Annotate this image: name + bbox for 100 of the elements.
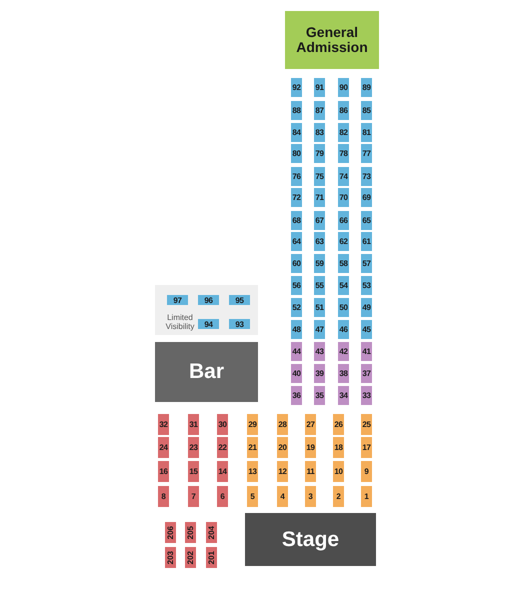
table-marker: 67 bbox=[314, 211, 325, 230]
table-marker: 203 bbox=[165, 547, 176, 568]
table-marker: 84 bbox=[291, 123, 302, 142]
stage-area: Stage bbox=[245, 513, 376, 566]
table-marker: 49 bbox=[361, 298, 372, 317]
table-marker: 73 bbox=[361, 167, 372, 186]
table-marker: 11 bbox=[305, 461, 316, 482]
table-marker: 47 bbox=[314, 320, 325, 339]
table-marker: 82 bbox=[338, 123, 349, 142]
table-marker: 97 bbox=[167, 295, 188, 305]
table-marker: 93 bbox=[229, 319, 250, 329]
table-marker: 26 bbox=[333, 414, 344, 435]
table-marker: 85 bbox=[361, 101, 372, 120]
table-marker: 77 bbox=[361, 144, 372, 163]
table-marker: 23 bbox=[188, 437, 199, 458]
table-marker: 2 bbox=[333, 486, 344, 507]
table-marker: 50 bbox=[338, 298, 349, 317]
table-marker: 81 bbox=[361, 123, 372, 142]
table-marker: 57 bbox=[361, 254, 372, 273]
table-marker: 89 bbox=[361, 78, 372, 97]
table-marker: 80 bbox=[291, 144, 302, 163]
table-marker: 87 bbox=[314, 101, 325, 120]
table-marker: 78 bbox=[338, 144, 349, 163]
table-marker: 64 bbox=[291, 232, 302, 251]
table-marker: 70 bbox=[338, 188, 349, 207]
table-marker: 59 bbox=[314, 254, 325, 273]
table-marker: 88 bbox=[291, 101, 302, 120]
table-marker: 201 bbox=[206, 547, 217, 568]
table-marker: 32 bbox=[158, 414, 169, 435]
table-marker: 22 bbox=[217, 437, 228, 458]
table-marker: 55 bbox=[314, 276, 325, 295]
table-marker: 6 bbox=[217, 486, 228, 507]
table-marker: 92 bbox=[291, 78, 302, 97]
table-marker: 60 bbox=[291, 254, 302, 273]
limited-visibility-zone bbox=[155, 285, 258, 335]
table-marker: 24 bbox=[158, 437, 169, 458]
table-marker: 206 bbox=[165, 522, 176, 543]
table-marker: 25 bbox=[361, 414, 372, 435]
table-marker: 46 bbox=[338, 320, 349, 339]
table-marker: 63 bbox=[314, 232, 325, 251]
table-marker: 20 bbox=[277, 437, 288, 458]
table-marker: 74 bbox=[338, 167, 349, 186]
table-marker: 65 bbox=[361, 211, 372, 230]
table-marker: 66 bbox=[338, 211, 349, 230]
table-marker: 51 bbox=[314, 298, 325, 317]
table-marker: 44 bbox=[291, 342, 302, 361]
table-marker: 17 bbox=[361, 437, 372, 458]
table-marker: 13 bbox=[247, 461, 258, 482]
table-marker: 14 bbox=[217, 461, 228, 482]
table-marker: 43 bbox=[314, 342, 325, 361]
table-marker: 28 bbox=[277, 414, 288, 435]
table-marker: 15 bbox=[188, 461, 199, 482]
zone-label: Limited Visibility bbox=[164, 313, 196, 331]
table-marker: 204 bbox=[206, 522, 217, 543]
table-marker: 40 bbox=[291, 364, 302, 383]
table-marker: 61 bbox=[361, 232, 372, 251]
table-marker: 75 bbox=[314, 167, 325, 186]
table-marker: 202 bbox=[185, 547, 196, 568]
table-marker: 96 bbox=[198, 295, 219, 305]
table-marker: 86 bbox=[338, 101, 349, 120]
table-marker: 12 bbox=[277, 461, 288, 482]
table-marker: 5 bbox=[247, 486, 258, 507]
table-marker: 90 bbox=[338, 78, 349, 97]
table-marker: 4 bbox=[277, 486, 288, 507]
table-marker: 33 bbox=[361, 386, 372, 405]
table-marker: 27 bbox=[305, 414, 316, 435]
table-marker: 76 bbox=[291, 167, 302, 186]
table-marker: 39 bbox=[314, 364, 325, 383]
table-marker: 68 bbox=[291, 211, 302, 230]
table-marker: 48 bbox=[291, 320, 302, 339]
table-marker: 35 bbox=[314, 386, 325, 405]
general-admission-area: General Admission bbox=[285, 11, 379, 69]
table-marker: 41 bbox=[361, 342, 372, 361]
table-marker: 91 bbox=[314, 78, 325, 97]
table-marker: 9 bbox=[361, 461, 372, 482]
bar-area: Bar bbox=[155, 342, 258, 402]
table-marker: 31 bbox=[188, 414, 199, 435]
table-marker: 56 bbox=[291, 276, 302, 295]
table-marker: 21 bbox=[247, 437, 258, 458]
table-marker: 69 bbox=[361, 188, 372, 207]
table-marker: 30 bbox=[217, 414, 228, 435]
table-marker: 37 bbox=[361, 364, 372, 383]
table-marker: 36 bbox=[291, 386, 302, 405]
table-marker: 19 bbox=[305, 437, 316, 458]
table-marker: 42 bbox=[338, 342, 349, 361]
table-marker: 71 bbox=[314, 188, 325, 207]
table-marker: 8 bbox=[158, 486, 169, 507]
table-marker: 79 bbox=[314, 144, 325, 163]
table-marker: 94 bbox=[198, 319, 219, 329]
table-marker: 54 bbox=[338, 276, 349, 295]
table-marker: 45 bbox=[361, 320, 372, 339]
table-marker: 72 bbox=[291, 188, 302, 207]
table-marker: 34 bbox=[338, 386, 349, 405]
table-marker: 58 bbox=[338, 254, 349, 273]
table-marker: 29 bbox=[247, 414, 258, 435]
table-marker: 53 bbox=[361, 276, 372, 295]
table-marker: 16 bbox=[158, 461, 169, 482]
table-marker: 18 bbox=[333, 437, 344, 458]
table-marker: 38 bbox=[338, 364, 349, 383]
table-marker: 1 bbox=[361, 486, 372, 507]
